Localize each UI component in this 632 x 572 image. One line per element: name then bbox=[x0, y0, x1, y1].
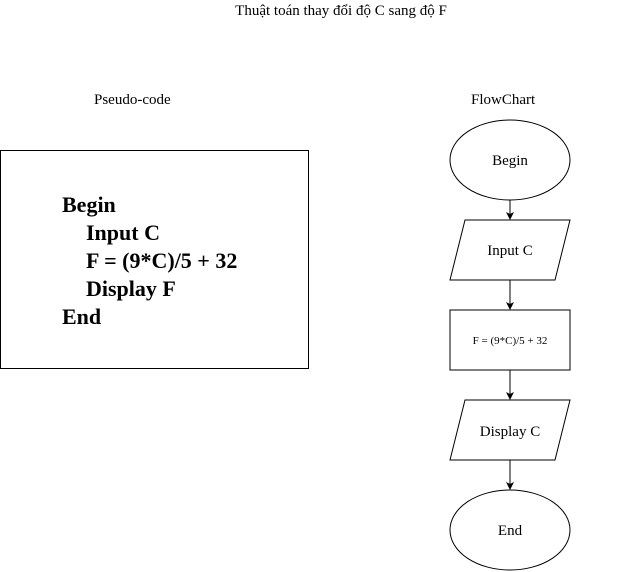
pseudo-line-input: Input C bbox=[86, 220, 160, 245]
flow-end-text: End bbox=[498, 523, 523, 539]
flow-display-node bbox=[449, 399, 571, 461]
pseudo-line-formula: F = (9*C)/5 + 32 bbox=[86, 248, 238, 273]
flow-input-node bbox=[449, 219, 571, 281]
pseudo-line-begin: Begin bbox=[62, 192, 116, 217]
flow-display-text: Display C bbox=[480, 424, 540, 440]
flow-process-node bbox=[449, 309, 571, 371]
pseudo-line-display: Display F bbox=[86, 276, 176, 301]
flow-input-text: Input C bbox=[487, 243, 532, 259]
pseudo-code-label: Pseudo-code bbox=[94, 92, 171, 108]
flow-end-node bbox=[449, 489, 571, 571]
flow-process-text: F = (9*C)/5 + 32 bbox=[473, 335, 548, 347]
pseudo-code-box: Begin Input C F = (9*C)/5 + 32 Display F… bbox=[0, 150, 309, 369]
flowchart-label: FlowChart bbox=[471, 92, 536, 108]
pseudo-line-end: End bbox=[62, 304, 102, 329]
diagram-title: Thuật toán thay đổi độ C sang độ F bbox=[235, 3, 447, 19]
flow-begin-text: Begin bbox=[492, 153, 528, 169]
